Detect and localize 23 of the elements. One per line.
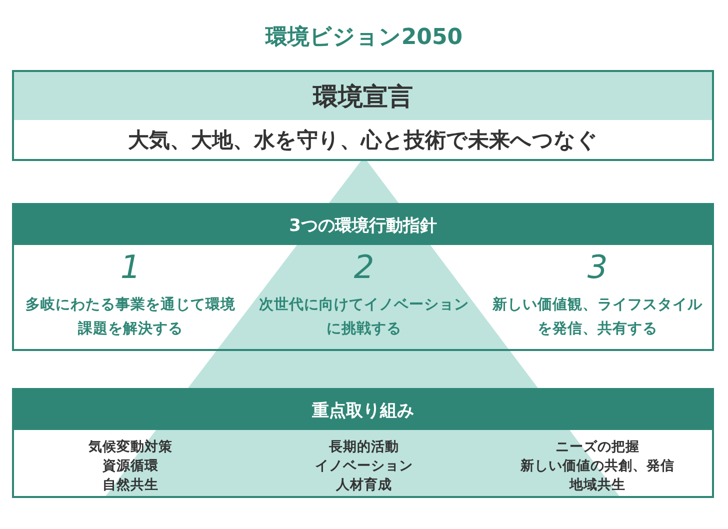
focus-item: 地域共生 — [570, 476, 626, 495]
focus-item: 新しい価値の共創、発信 — [520, 457, 674, 476]
focus-item: ニーズの把握 — [556, 438, 640, 457]
step-number: 2 — [354, 247, 374, 287]
focus-item: 人材育成 — [336, 476, 392, 495]
framed-box — [12, 70, 714, 161]
description-text: 多岐にわたる事業を通じて環境課題を解決する — [26, 295, 236, 339]
diagram-title: 環境ビジョン2050 — [264, 24, 464, 52]
step-number: 3 — [587, 247, 608, 287]
header-bar: 重点取り組み — [14, 390, 712, 430]
focus-item: イノベーション — [315, 457, 413, 476]
focus-item: 資源循環 — [102, 457, 158, 476]
focus-item: 自然共生 — [102, 476, 158, 495]
description-text: 新しい価値観、ライフスタイルを発信、共有する — [492, 296, 702, 339]
header-bar: 3つの環境行動指針 — [14, 205, 712, 245]
heading-bar: 環境宣言 — [14, 72, 712, 120]
framed-box — [12, 388, 714, 498]
focus-item: 気候変動対策 — [88, 438, 172, 457]
framed-box — [12, 203, 714, 351]
slogan-text: 大気、大地、水を守り、心と技術で未来へつなぐ — [128, 126, 598, 154]
focus-item: 長期的活動 — [329, 438, 399, 457]
description-text: 次世代に向けてイノベーションに挑戦する — [259, 296, 469, 339]
step-number: 1 — [120, 247, 141, 287]
